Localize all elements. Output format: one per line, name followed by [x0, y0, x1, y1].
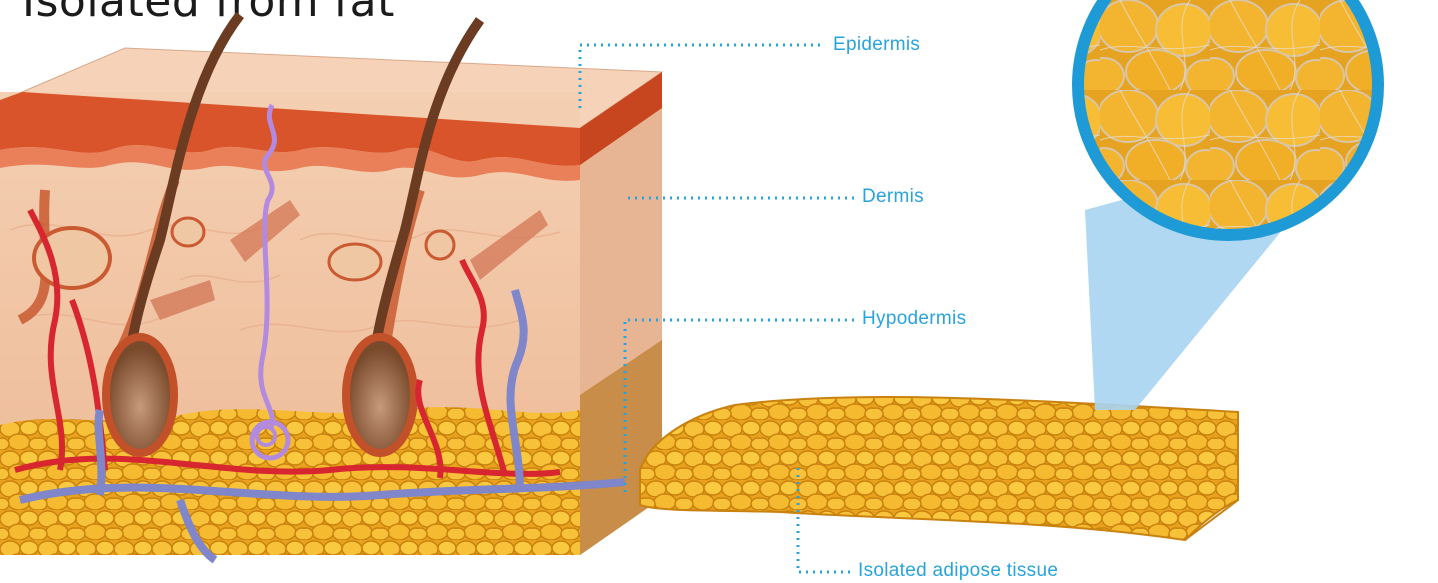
- magnified-fat-view: [1078, 0, 1378, 410]
- epidermis-label: Epidermis: [833, 34, 920, 56]
- skin-cross-section: [0, 15, 662, 560]
- adipose-label: Isolated adipose tissue: [858, 560, 1058, 582]
- dermis-label: Dermis: [862, 186, 924, 208]
- isolated-adipose-strip: [640, 397, 1238, 540]
- hypodermis-label: Hypodermis: [862, 308, 966, 330]
